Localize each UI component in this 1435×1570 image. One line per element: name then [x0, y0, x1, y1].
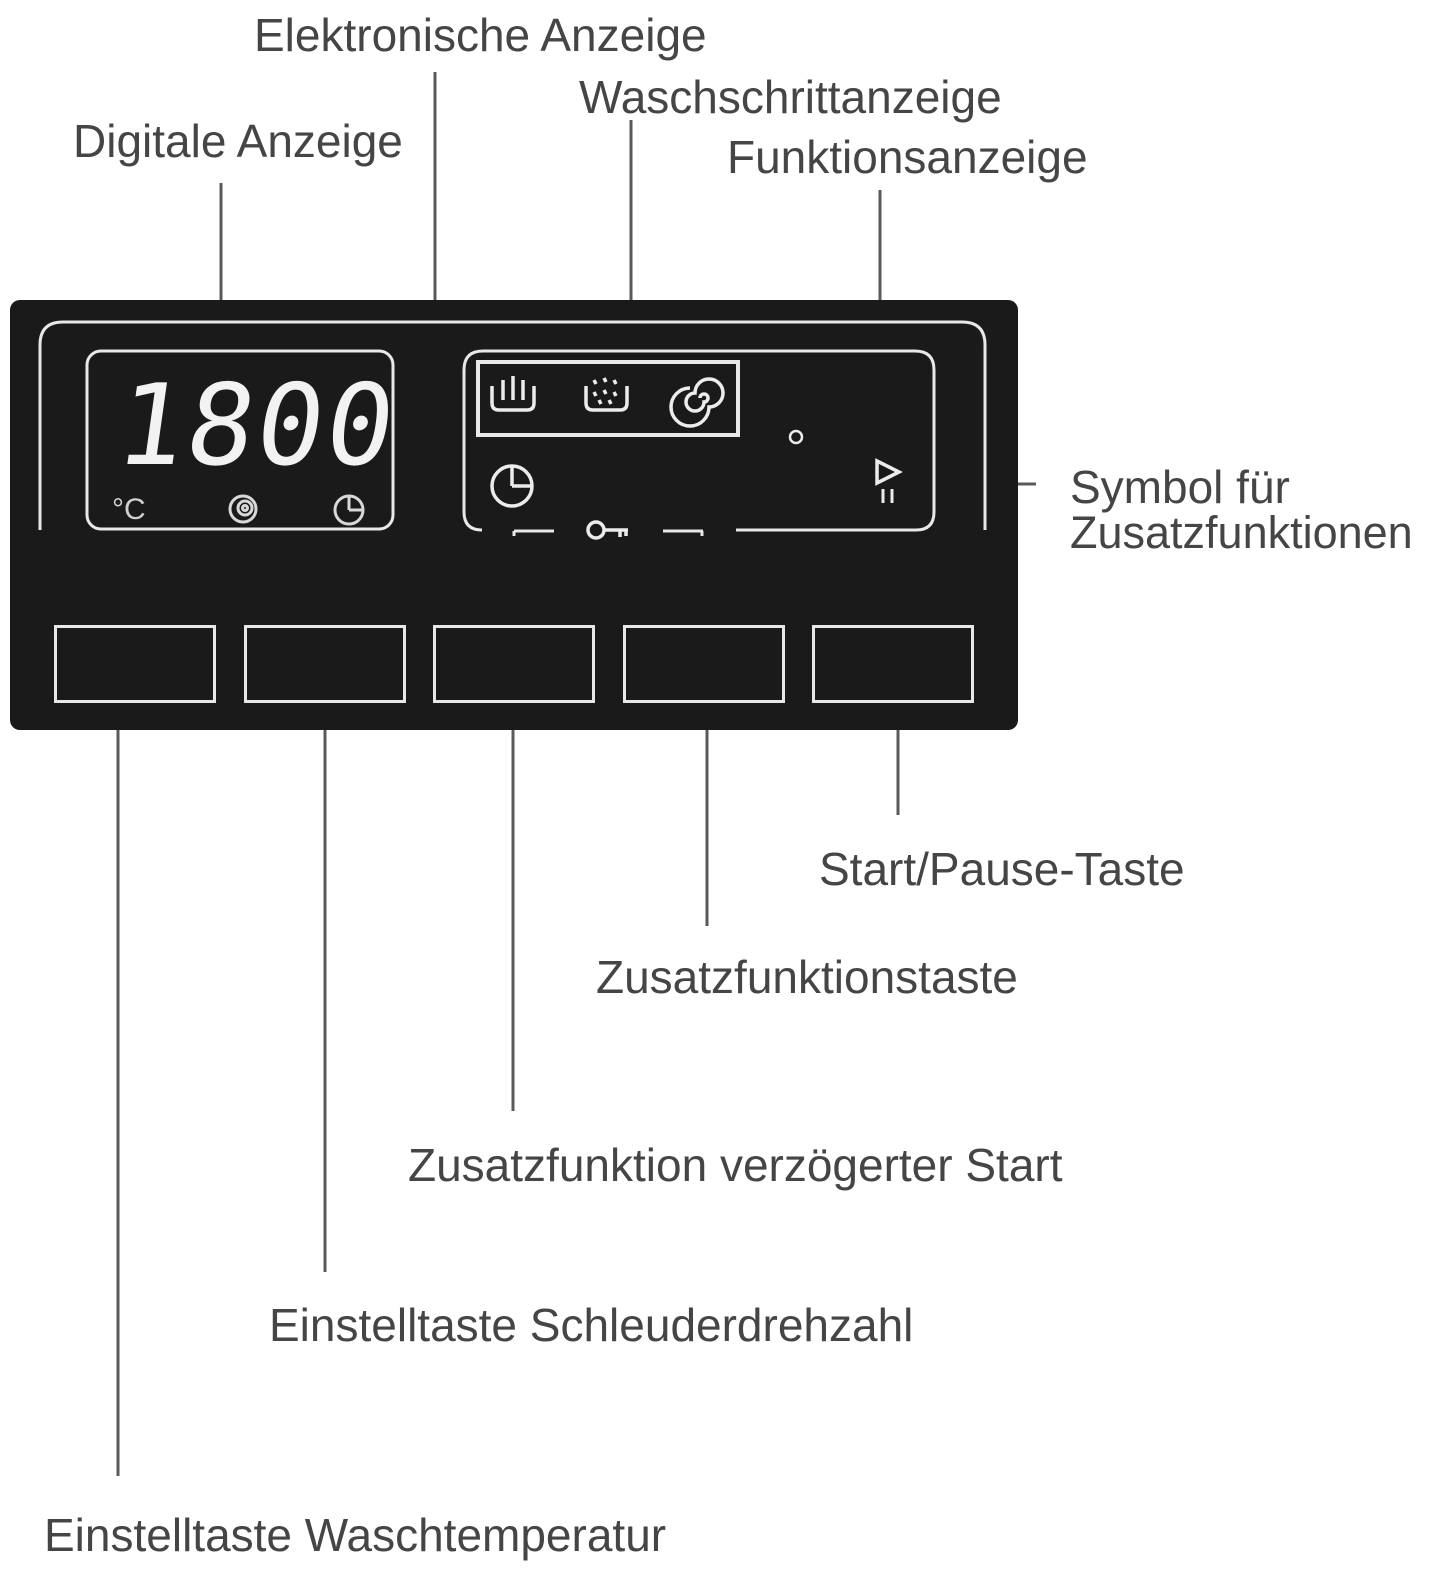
digital-display-frame [85, 349, 395, 531]
indicator-dot-icon [788, 429, 804, 445]
child-lock-key-icon [586, 520, 628, 540]
spin-speed-button[interactable] [244, 625, 406, 703]
label-wash-step-display: Waschschrittanzeige [579, 71, 1002, 123]
digital-readout: 1800 [108, 361, 405, 491]
spin-spiral-icon [669, 377, 725, 428]
label-function-display: Funktionsanzeige [727, 131, 1088, 183]
delay-timer-icon [490, 464, 534, 508]
label-delayed-start: Zusatzfunktion verzögerter Start [408, 1139, 1063, 1191]
start-pause-icon [875, 458, 903, 503]
label-spin-speed-button: Einstelltaste Schleuderdrehzahl [269, 1299, 914, 1351]
spin-icon [228, 494, 258, 524]
label-additional-symbol-line1: Symbol für [1070, 461, 1290, 513]
timer-icon [333, 494, 365, 526]
start-pause-button[interactable] [812, 625, 974, 703]
label-start-pause-button: Start/Pause-Taste [819, 843, 1185, 895]
delayed-start-button[interactable] [433, 625, 595, 703]
label-electronic-display: Elektronische Anzeige [254, 9, 707, 61]
rinse-icon [584, 377, 629, 412]
electronic-display-frame [462, 349, 936, 532]
additional-function-button[interactable] [623, 625, 785, 703]
wash-tub-icon [490, 376, 536, 412]
label-digital-display: Digitale Anzeige [73, 115, 403, 167]
temperature-icon: °C [112, 493, 146, 526]
wash-step-box [476, 360, 740, 437]
panel-frame [38, 320, 987, 530]
label-wash-temperature-button: Einstelltaste Waschtemperatur [44, 1509, 667, 1561]
control-panel [10, 300, 1018, 730]
label-additional-function-button: Zusatzfunktionstaste [596, 951, 1018, 1003]
wash-temperature-button[interactable] [54, 625, 216, 703]
label-additional-symbol-line2: Zusatzfunktionen [1070, 507, 1413, 558]
